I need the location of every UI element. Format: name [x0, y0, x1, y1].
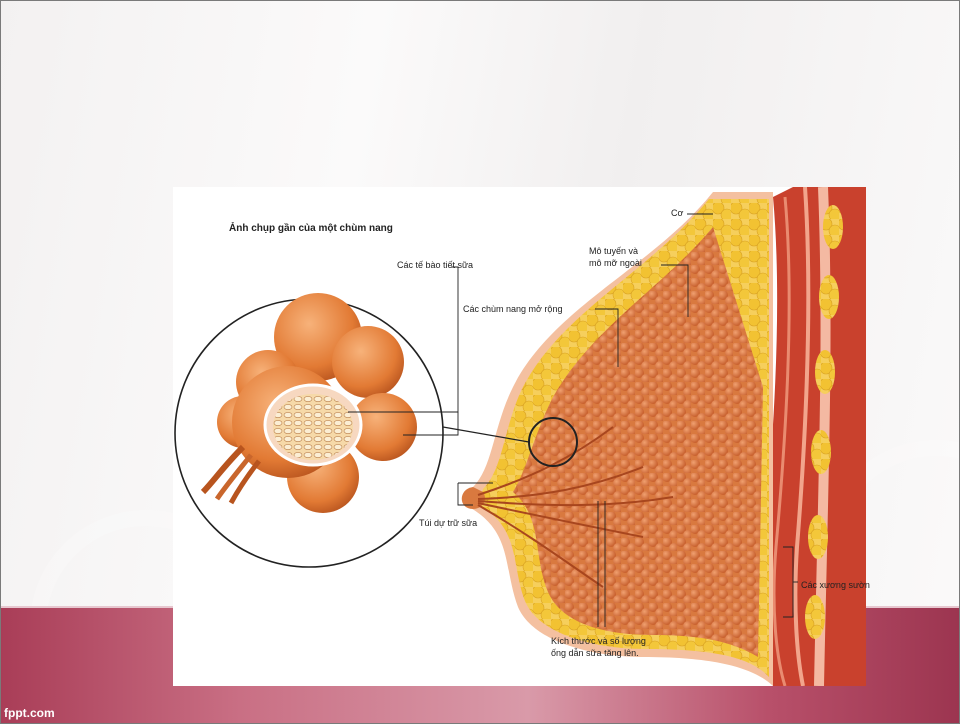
label-muscle: Cơ: [671, 207, 683, 219]
label-ducts-1: Kích thước và số lượng: [551, 635, 646, 647]
magnified-lobule-inset: [175, 293, 443, 567]
breast-anatomy-drawing: [173, 187, 866, 686]
label-ribs: Các xương sườn: [801, 579, 870, 591]
label-milk-sac: Túi dự trữ sữa: [419, 517, 477, 529]
label-glandular-fat-2: mô mỡ ngoài: [589, 257, 642, 269]
label-glandular-fat-1: Mô tuyến và: [589, 245, 638, 257]
figure-title: Ảnh chụp gần của một chùm nang: [229, 223, 393, 234]
anatomy-illustration: Ảnh chụp gần của một chùm nang Cơ Mô tuy…: [173, 187, 866, 686]
brand-watermark: fppt.com: [4, 706, 55, 720]
label-milk-cells: Các tế bào tiết sữa: [397, 259, 473, 271]
label-ducts-2: ống dẫn sữa tăng lên.: [551, 647, 639, 659]
label-lobules: Các chùm nang mở rộng: [463, 303, 562, 315]
chest-wall-muscle: [761, 187, 866, 686]
